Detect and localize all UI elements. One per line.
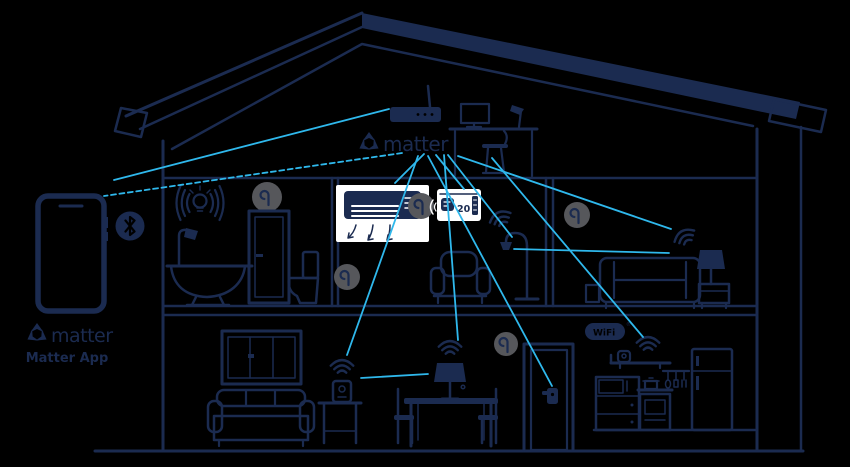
dining-chair-right (478, 387, 498, 445)
armchair (429, 250, 492, 305)
link-device-dininglamp (360, 373, 429, 379)
link-router-display-device (346, 155, 419, 356)
link-router-ac (394, 153, 425, 184)
toilet (287, 250, 320, 305)
link-router-phone (113, 108, 390, 181)
bluetooth-icon (115, 211, 145, 241)
smart-lock-icon (542, 388, 558, 404)
matter-app-phone: matter Matter App (24, 193, 145, 366)
front-door (522, 342, 575, 452)
microwave-cabinet (594, 375, 641, 432)
link-router-bedroom-lamp (457, 155, 672, 230)
link-floorlamp-bedroomlamp (513, 248, 670, 254)
thermostat-temperature: 20 (457, 204, 471, 215)
bedroom (564, 202, 731, 310)
utensil-rack (661, 369, 691, 389)
link-router-door-lock (427, 155, 553, 387)
smart-table-lamp (670, 224, 731, 310)
wifi-badge-regmark: ® (626, 321, 631, 328)
bathtub (165, 228, 254, 307)
bathroom (165, 182, 320, 307)
thread-logo-icon (252, 182, 282, 212)
window (220, 329, 303, 386)
roof-right-eave (767, 97, 828, 134)
router-matter-label: matter (383, 132, 449, 156)
attic-desk (448, 102, 539, 178)
link-router-phone-dashed (103, 152, 403, 197)
thread-logo-icon (408, 193, 434, 219)
wifi-alliance-badge: WiFi ® (585, 321, 631, 340)
thread-logo-icon (564, 202, 590, 228)
air-conditioner (336, 185, 429, 242)
router-icon (390, 84, 441, 122)
sofa (206, 388, 316, 448)
thread-logo-icon (494, 332, 518, 356)
kitchen: WiFi ® (585, 321, 757, 432)
smartphone (35, 193, 107, 314)
side-table (317, 401, 363, 445)
roof-right-band (362, 13, 800, 119)
dining-area (394, 332, 518, 448)
link-router-kitchen-device (491, 157, 644, 338)
roof-left-eave (113, 106, 149, 139)
link-router-floor-lamp (447, 154, 513, 238)
thermostat: 20 (429, 189, 481, 221)
link-router-thermostat (435, 154, 465, 190)
wall-shelf (609, 353, 672, 370)
lower-living-room (206, 329, 363, 448)
wifi-badge-label: WiFi (593, 329, 615, 339)
app-brand-text: matter (51, 325, 113, 347)
attic: matter (356, 84, 539, 178)
app-name-label: Matter App (26, 351, 109, 366)
attic-ceiling (170, 42, 755, 151)
bed-sofa (584, 256, 702, 310)
house-structure (93, 11, 828, 453)
bathroom-door (247, 209, 291, 305)
smart-floor-lamp (486, 206, 540, 301)
connection-lines (103, 108, 672, 387)
link-router-dining-lamp (443, 154, 459, 341)
dining-chair-left (394, 387, 414, 445)
thread-logo-icon (334, 264, 360, 290)
smart-bulb-icon (175, 184, 225, 222)
